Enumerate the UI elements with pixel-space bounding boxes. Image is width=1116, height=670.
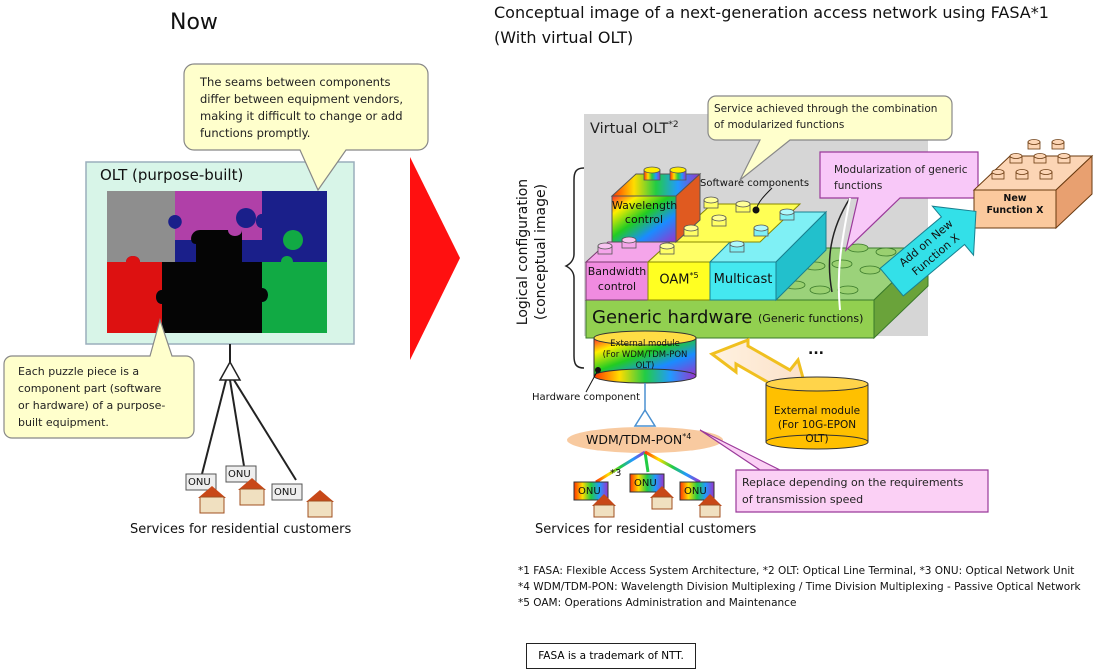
footnote-1: *1 FASA: Flexible Access System Architec… [518, 565, 1075, 577]
hardware-component-label: Hardware component [532, 392, 641, 403]
services-left: Services for residential customers [130, 522, 352, 537]
new-function-x-brick [972, 139, 1094, 230]
ext-module-wdm [593, 330, 697, 384]
onu-icons-right [573, 473, 722, 518]
onu-label-right-3: ONU [684, 486, 707, 497]
ext-module-wdm-label: External module (For WDM/TDM-PON OLT) [602, 339, 688, 371]
footnotes: *1 FASA: Flexible Access System Architec… [518, 563, 1081, 611]
onu-label-left-1: ONU [188, 477, 211, 488]
wavelength-control-label: Wavelength control [612, 199, 678, 226]
software-components-label: Software components [700, 178, 810, 189]
right-title-line2: (With virtual OLT) [494, 28, 634, 47]
new-function-x-label: New Function X [986, 193, 1044, 216]
right-title: Conceptual image of a next-generation ac… [494, 0, 1049, 50]
ext-module-10g-label: External module (For 10G-EPON OLT) [773, 405, 861, 445]
trademark-box: FASA is a trademark of NTT. [526, 643, 696, 669]
generic-functions-label: (Generic functions) [758, 312, 864, 325]
callout-seams-text: The seams between components differ betw… [200, 75, 404, 140]
left-title: Now [170, 10, 218, 35]
callout-modular-text: Modularization of generic functions [834, 164, 968, 192]
star3-label: *3 [610, 468, 622, 479]
footnote-2: *4 WDM/TDM-PON: Wavelength Division Mult… [518, 581, 1081, 593]
olt-label: OLT (purpose-built) [100, 166, 244, 184]
ellipsis-label: ... [808, 342, 824, 358]
ext-module-10g [765, 376, 869, 450]
logical-config-label: Logical configuration (conceptual image) [515, 178, 549, 326]
transition-arrow [410, 157, 460, 360]
generic-hardware-label: Generic hardware [592, 307, 753, 328]
callout-seams [183, 63, 429, 192]
bandwidth-control-label: Bandwidth control [587, 265, 647, 293]
wdm-tdm-pon-ellipse [567, 427, 723, 453]
callout-puzzle-text: Each puzzle piece is a component part (s… [18, 365, 166, 429]
add-on-arrow [879, 205, 977, 297]
callout-modular [819, 151, 979, 252]
multicast-label: Multicast [713, 272, 773, 287]
onu-label-right-1: ONU [578, 486, 601, 497]
oam-label: OAM*5 [659, 271, 699, 288]
puzzle-board [107, 191, 327, 333]
right-title-line1: Conceptual image of a next-generation ac… [494, 3, 1049, 22]
callout-replace [699, 429, 989, 513]
onu-label-left-3: ONU [274, 487, 297, 498]
onu-label-right-2: ONU [634, 478, 657, 489]
onu-label-left-2: ONU [228, 469, 251, 480]
callout-replace-text: Replace depending on the requirements of… [742, 476, 964, 506]
onu-icons-left [185, 465, 334, 518]
services-right: Services for residential customers [535, 522, 757, 537]
callout-service [707, 95, 953, 181]
callout-puzzle-piece [3, 317, 195, 439]
wdm-tdm-pon-label: WDM/TDM-PON*4 [586, 432, 692, 448]
virtual-olt-label: Virtual OLT*2 [590, 120, 679, 137]
footnote-3: *5 OAM: Operations Administration and Ma… [518, 597, 797, 609]
callout-service-text: Service achieved through the combination… [714, 103, 938, 131]
